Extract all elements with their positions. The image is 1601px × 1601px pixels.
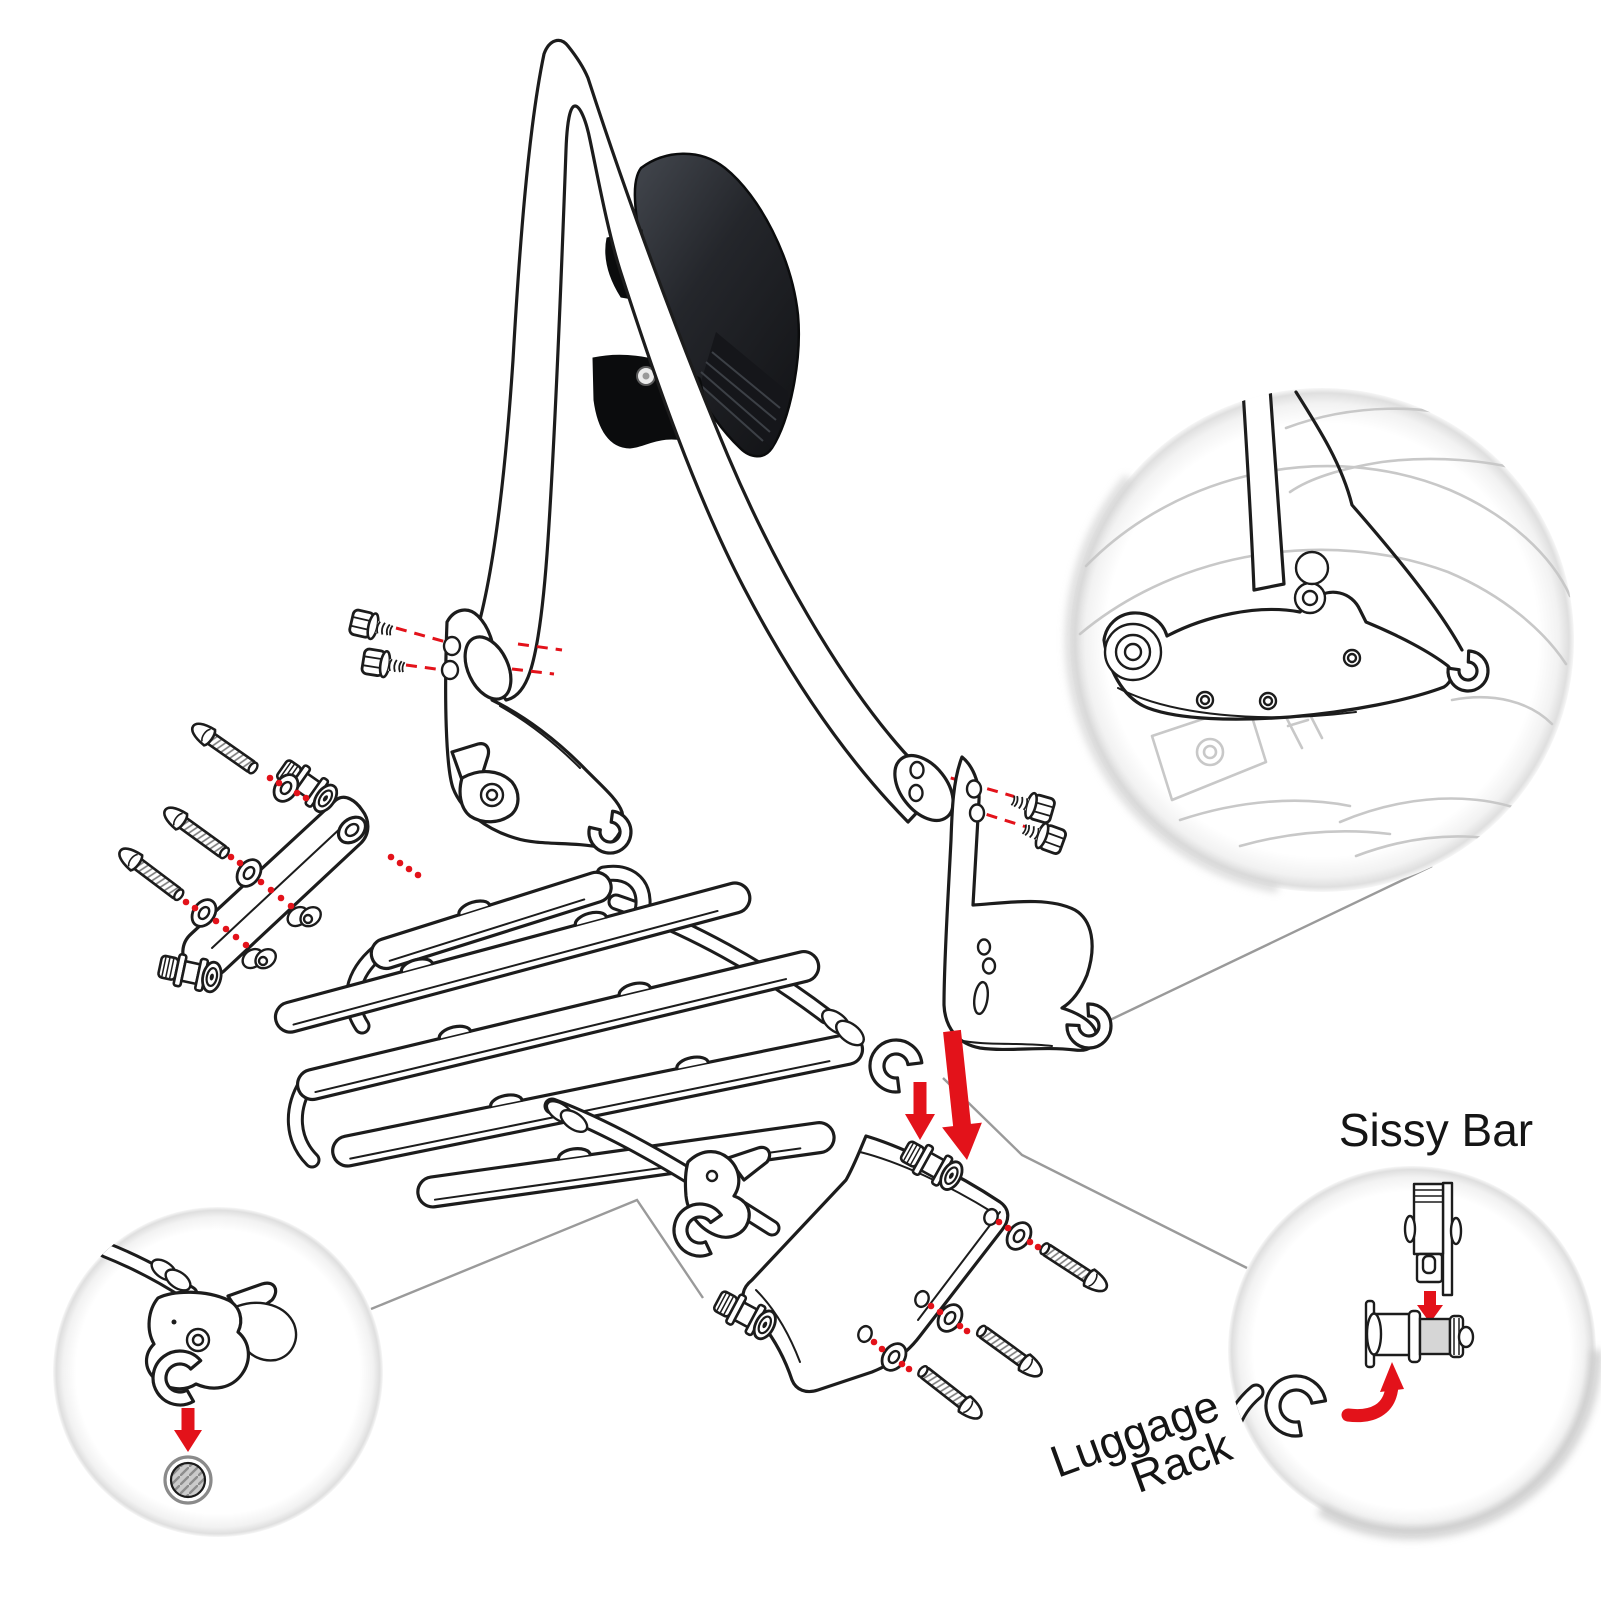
sissy-bar-label: Sissy Bar: [1339, 1104, 1533, 1156]
rack-claw-rear: [868, 1038, 924, 1094]
rack-latch-assembly: [672, 1145, 772, 1258]
sissy-bar-left-foot: [463, 635, 513, 701]
latch-fork-detail: [151, 1349, 203, 1407]
install-arrow-clamp-down: [1417, 1291, 1443, 1323]
install-arrow-grommet-down: [174, 1408, 202, 1452]
rack-claw-front: [672, 1202, 723, 1258]
claw-hook-detail: [1446, 649, 1490, 693]
left-side-plate: [347, 607, 633, 855]
mounted-bracket-detail: [1102, 388, 1490, 721]
left-plate-claw: [587, 809, 633, 855]
detail-circle-docking-spool: [1228, 1166, 1601, 1540]
rack-slat-1: [369, 870, 613, 971]
detail-circle-latch-grommet: [53, 1207, 383, 1537]
rack-slat-2: [273, 881, 752, 1034]
right-plate-claw: [1065, 1002, 1113, 1050]
right-docking-kit: [709, 1134, 1113, 1426]
docking-bar-boss-1: [302, 913, 314, 925]
install-arrow-curved-up-head: [1380, 1362, 1404, 1392]
install-arrow-curved-up: [1341, 1379, 1399, 1423]
rack-slat-3: [295, 950, 821, 1102]
right-docking-bracket: [741, 1134, 1010, 1394]
frame-grommet: [163, 1455, 213, 1505]
install-arrow-large-down: [942, 1029, 982, 1160]
docking-spool-detail: [1364, 1299, 1475, 1369]
sissy-bar-leg-detail: [1241, 388, 1286, 592]
sissy-bar-upright: [469, 38, 942, 824]
luggage-rack: [273, 864, 924, 1258]
left-docking-kit: [113, 717, 422, 996]
leader-line-latch-detail-to-rack: [370, 1198, 704, 1311]
rack-slat-4: [331, 1032, 865, 1168]
leader-line-claw-to-fender-detail: [1109, 864, 1433, 1022]
leader-line-dock-to-spool-detail: [942, 1077, 1248, 1270]
pivot-knob-detail: [1294, 550, 1330, 586]
left-plate-dashes: [395, 626, 563, 676]
sissy-bar-clamp-detail: [1403, 1181, 1463, 1297]
leader-lines: [370, 864, 1433, 1311]
docking-bar-boss-2: [257, 955, 269, 967]
detail-circle-fender-bracket: [1065, 388, 1574, 893]
install-arrow-small-down: [905, 1082, 935, 1140]
right-side-plate: [893, 753, 1113, 1052]
